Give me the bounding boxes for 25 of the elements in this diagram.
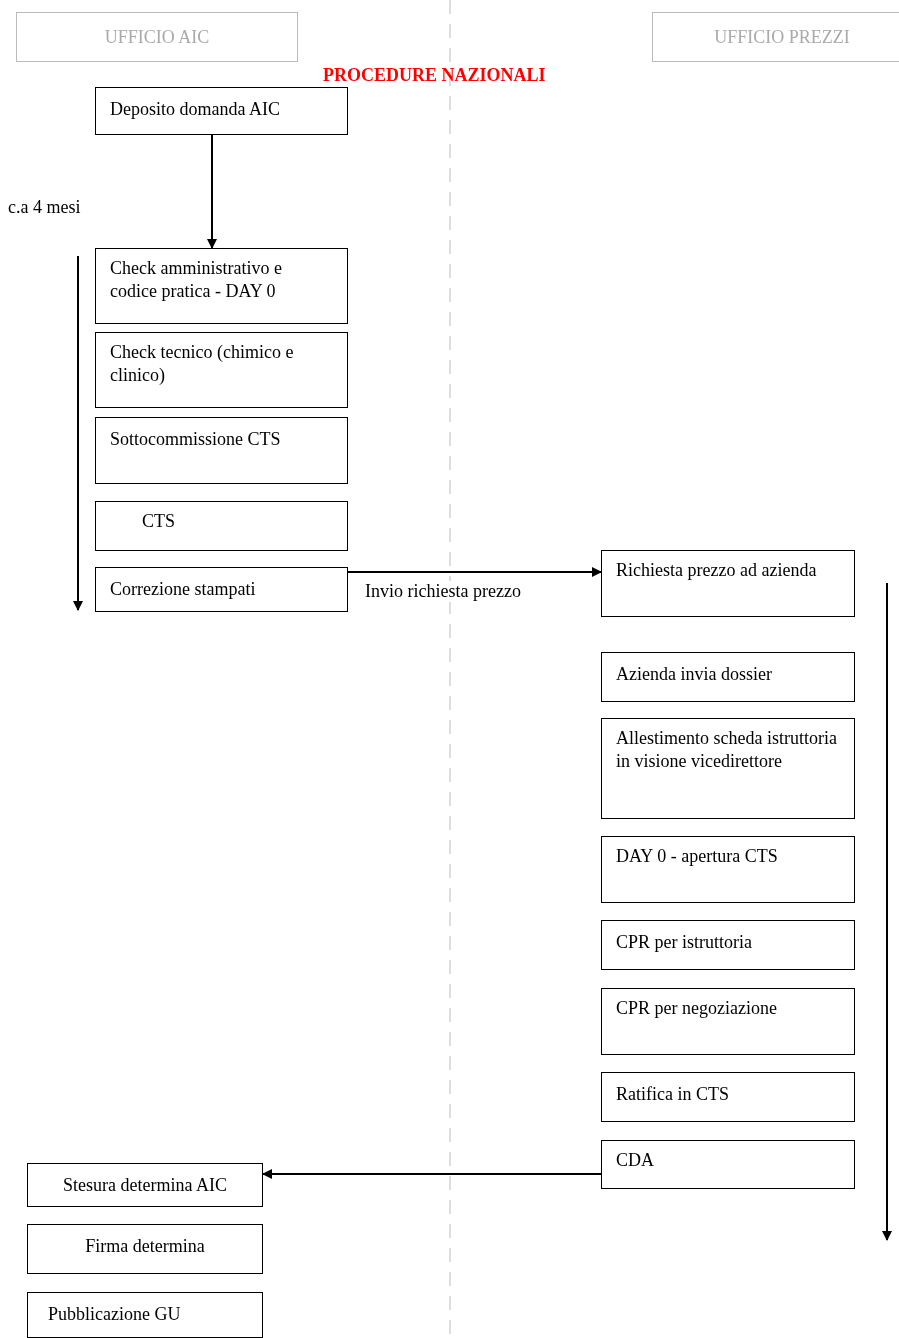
edge-label: Invio richiesta prezzo	[363, 581, 523, 602]
process-box: Pubblicazione GU	[27, 1292, 263, 1338]
process-box: CDA	[601, 1140, 855, 1189]
process-box: DAY 0 - apertura CTS	[601, 836, 855, 903]
process-box: Firma determina	[27, 1224, 263, 1274]
process-box: Check amministrativo e codice pratica - DAY 0	[95, 248, 348, 324]
arrow	[347, 567, 602, 577]
process-box: Azienda invia dossier	[601, 652, 855, 702]
arrow	[207, 134, 217, 249]
lane-header-box: UFFICIO PREZZI	[652, 12, 899, 62]
lane-header-box: UFFICIO AIC	[16, 12, 298, 62]
duration-label: c.a 4 mesi	[8, 197, 81, 218]
process-box: Check tecnico (chimico e clinico)	[95, 332, 348, 408]
process-box: Stesura determina AIC	[27, 1163, 263, 1207]
process-box: Ratifica in CTS	[601, 1072, 855, 1122]
process-box: Allestimento scheda istruttoria in visione vicedirettore	[601, 718, 855, 819]
process-box: Correzione stampati	[95, 567, 348, 612]
diagram-title: PROCEDURE NAZIONALI	[323, 65, 546, 86]
process-box: CPR per negoziazione	[601, 988, 855, 1055]
process-box: Sottocommissione CTS	[95, 417, 348, 484]
process-box: CPR per istruttoria	[601, 920, 855, 970]
process-box: CTS	[95, 501, 348, 551]
process-box: Richiesta prezzo ad azienda	[601, 550, 855, 617]
arrow	[262, 1169, 602, 1179]
process-box: Deposito domanda AIC	[95, 87, 348, 135]
